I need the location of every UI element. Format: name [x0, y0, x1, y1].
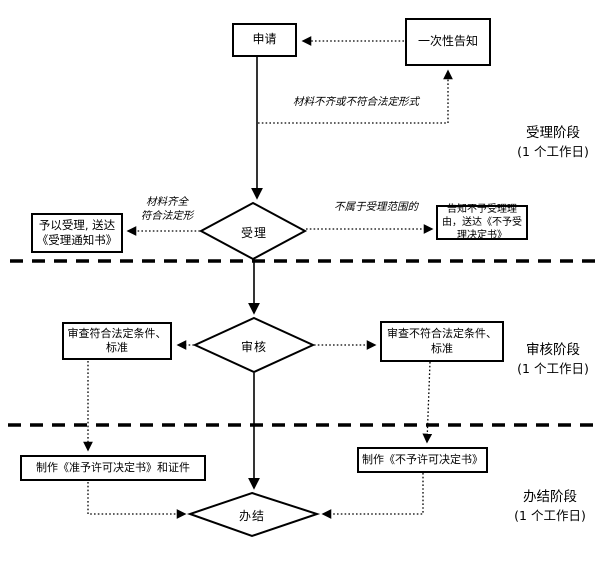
- stage-label-accept: 受理阶段 (1 个工作日): [503, 123, 603, 162]
- stage-review-days: (1 个工作日): [517, 361, 589, 377]
- accept-yes-node: 予以受理, 送达《受理通知书》: [31, 213, 123, 253]
- stage-accept-days: (1 个工作日): [517, 144, 589, 160]
- review-fail-node: 审查不符合法定条件、标准: [380, 321, 504, 362]
- make-permit-node: 制作《准予许可决定书》和证件: [20, 455, 206, 481]
- edge-accept-incomplete-to-notice: [258, 69, 453, 124]
- review-diamond: [192, 316, 316, 374]
- materials-ok-line2: 符合法定形: [140, 210, 194, 223]
- accept-diamond: [198, 201, 308, 261]
- accept-diamond-label: 受理: [240, 226, 267, 240]
- materials-incomplete-label: 材料不齐或不符合法定形式: [293, 96, 419, 108]
- make-denial-node: 制作《不予许可决定书》: [357, 447, 488, 473]
- apply-node: 申请: [232, 23, 297, 57]
- edge-make-permit-to-complete: [87, 482, 187, 519]
- edge-make-denial-to-complete: [321, 473, 424, 519]
- stage-complete-days: (1 个工作日): [514, 508, 586, 524]
- complete-diamond-label: 办结: [238, 509, 265, 523]
- edge-review-fail-to-make-denial: [422, 361, 433, 444]
- stage-label-review: 审核阶段 (1 个工作日): [503, 340, 603, 379]
- stage-label-complete: 办结阶段 (1 个工作日): [498, 487, 602, 526]
- review-diamond-label: 审核: [240, 340, 267, 354]
- stage-accept-name: 受理阶段: [526, 125, 580, 141]
- one-time-notice-node: 一次性告知: [405, 18, 491, 66]
- complete-diamond: [186, 491, 321, 538]
- out-of-scope-label: 不属于受理范围的: [334, 201, 418, 213]
- accept-no-node: 告知不予受理理由，送达《不予受理决定书》: [436, 204, 528, 241]
- stage-complete-name: 办结阶段: [523, 489, 577, 505]
- materials-ok-label: 材料齐全 符合法定形: [127, 195, 207, 223]
- review-pass-node: 审查符合法定条件、标准: [62, 322, 172, 360]
- stage-review-name: 审核阶段: [526, 342, 580, 358]
- materials-ok-line1: 材料齐全: [146, 196, 188, 208]
